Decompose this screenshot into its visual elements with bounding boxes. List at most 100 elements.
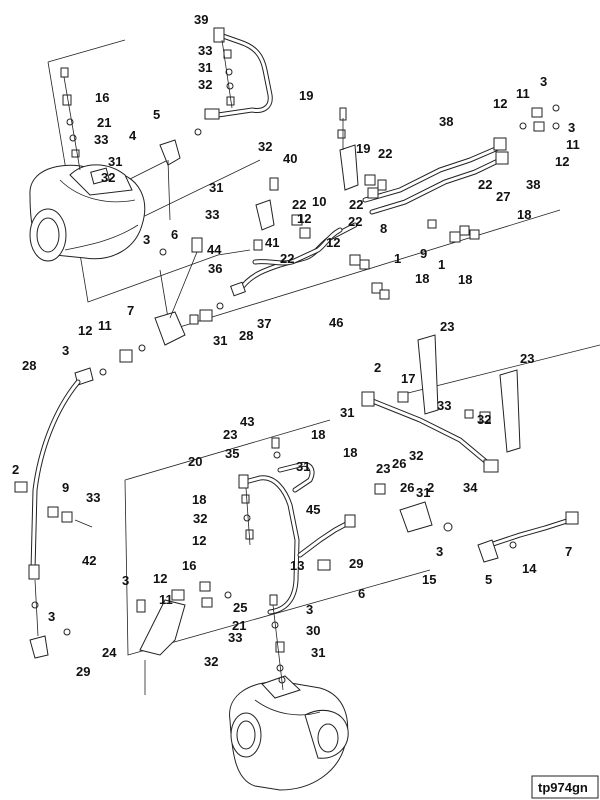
callout-3: 29 bbox=[349, 556, 363, 571]
callout-18: 18 bbox=[415, 271, 429, 286]
callout-26: 9 bbox=[62, 480, 69, 495]
callout-33: 18 bbox=[192, 492, 206, 507]
callout-6: 3 bbox=[122, 573, 129, 588]
callout-23: 18 bbox=[343, 445, 357, 460]
callout-33: 23 bbox=[223, 427, 237, 442]
callout-23: 32 bbox=[477, 412, 491, 427]
callout-30: 32 bbox=[204, 654, 218, 669]
callout-26: 2 bbox=[12, 462, 19, 477]
callout-31: 23 bbox=[376, 461, 390, 476]
callout-3: 24 bbox=[102, 645, 117, 660]
callout-3: 37 bbox=[257, 316, 271, 331]
callout-3: 3 bbox=[540, 74, 547, 89]
callout-36: 36 bbox=[208, 261, 222, 276]
callout-31: 43 bbox=[240, 414, 254, 429]
bracket-30 bbox=[136, 581, 232, 695]
callout-18: 31 bbox=[296, 459, 310, 474]
callout-12: 12 bbox=[326, 235, 340, 250]
callout-22: 22 bbox=[349, 197, 363, 212]
callout-31: 46 bbox=[329, 315, 343, 330]
callout-2: 31 bbox=[416, 485, 430, 500]
bracket-10 bbox=[253, 177, 279, 251]
callout-1: 1 bbox=[394, 251, 401, 266]
callout-15: 12 bbox=[153, 571, 167, 586]
callout-16: 16 bbox=[95, 90, 109, 105]
callout-20: 26 bbox=[392, 456, 406, 471]
callout-3: 11 bbox=[159, 592, 173, 607]
callout-44: 44 bbox=[207, 242, 222, 257]
callout-11: 28 bbox=[239, 328, 253, 343]
bracket-40 bbox=[337, 107, 359, 191]
fitting-stack-39 bbox=[221, 39, 235, 109]
callout-31: 31 bbox=[108, 154, 122, 169]
callout-22: 22 bbox=[478, 177, 492, 192]
clamps-22 bbox=[291, 174, 480, 300]
callout-18: 18 bbox=[517, 207, 531, 222]
callout-32: 32 bbox=[258, 139, 272, 154]
callout-2: 33 bbox=[86, 490, 100, 505]
callout-1: 1 bbox=[438, 257, 445, 272]
callout-33: 31 bbox=[311, 645, 325, 660]
callout-32: 32 bbox=[198, 77, 212, 92]
callout-35: 20 bbox=[188, 454, 202, 469]
callout-31: 31 bbox=[198, 60, 212, 75]
fitting-stack-lower bbox=[269, 594, 286, 691]
callout-21: 30 bbox=[306, 623, 320, 638]
callout-3: 33 bbox=[228, 630, 242, 645]
callout-39: 39 bbox=[194, 12, 208, 27]
callout-29: 15 bbox=[422, 572, 436, 587]
callout-7: 3 bbox=[62, 343, 69, 358]
oil-tubes-38 bbox=[362, 104, 560, 215]
callout-18: 42 bbox=[82, 553, 96, 568]
callout-32: 32 bbox=[101, 170, 115, 185]
callout-13: 6 bbox=[358, 586, 365, 601]
callout-12: 12 bbox=[297, 211, 311, 226]
fitting-stack-upper bbox=[60, 67, 81, 171]
callout-27: 7 bbox=[127, 303, 134, 318]
figure-id: tp974gn bbox=[538, 780, 588, 795]
callout-19: 19 bbox=[356, 141, 370, 156]
elbow-24 bbox=[29, 579, 71, 659]
callout-40: 40 bbox=[283, 151, 297, 166]
callout-23: 2 bbox=[427, 480, 434, 495]
callout-32: 18 bbox=[311, 427, 325, 442]
callout-11: 21 bbox=[232, 618, 246, 633]
callout-28: 23 bbox=[440, 319, 454, 334]
callout-3: 3 bbox=[568, 120, 575, 135]
callout-12: 13 bbox=[290, 558, 304, 573]
callout-28: 23 bbox=[520, 351, 534, 366]
callout-9: 11 bbox=[98, 318, 112, 333]
adapter-27 bbox=[154, 237, 224, 346]
elbow-fitting-4 bbox=[159, 128, 202, 221]
callout-21: 21 bbox=[97, 115, 111, 130]
callout-18: 32 bbox=[409, 448, 423, 463]
callout-19: 19 bbox=[299, 88, 313, 103]
figure-id-box: tp974gn bbox=[531, 775, 599, 799]
callout-42: 7 bbox=[565, 544, 572, 559]
callout-24: 29 bbox=[76, 664, 90, 679]
callout-22: 22 bbox=[292, 197, 306, 212]
callout-2: 31 bbox=[340, 405, 354, 420]
callout-22: 8 bbox=[380, 221, 387, 236]
callout-31: 31 bbox=[209, 180, 223, 195]
oil-tube-46 bbox=[361, 391, 499, 473]
callout-32: 12 bbox=[192, 533, 206, 548]
turbocharger-lower bbox=[229, 675, 349, 791]
callout-23: 17 bbox=[401, 371, 415, 386]
callout-12: 12 bbox=[555, 154, 569, 169]
callout-16: 3 bbox=[306, 602, 313, 617]
callout-37: 28 bbox=[22, 358, 36, 373]
callout-9: 34 bbox=[463, 480, 478, 495]
callout-46: 2 bbox=[374, 360, 381, 375]
brackets-28 bbox=[397, 334, 521, 453]
callout-5: 16 bbox=[182, 558, 196, 573]
callout-11: 11 bbox=[516, 86, 530, 101]
clamps-26 bbox=[14, 481, 93, 528]
callout-12: 31 bbox=[213, 333, 227, 348]
callout-18: 18 bbox=[458, 272, 472, 287]
callout-34: 45 bbox=[306, 502, 320, 517]
callout-22: 22 bbox=[378, 146, 392, 161]
callout-22: 22 bbox=[348, 214, 362, 229]
callout-8: 12 bbox=[78, 323, 92, 338]
callout-31: 32 bbox=[193, 511, 207, 526]
